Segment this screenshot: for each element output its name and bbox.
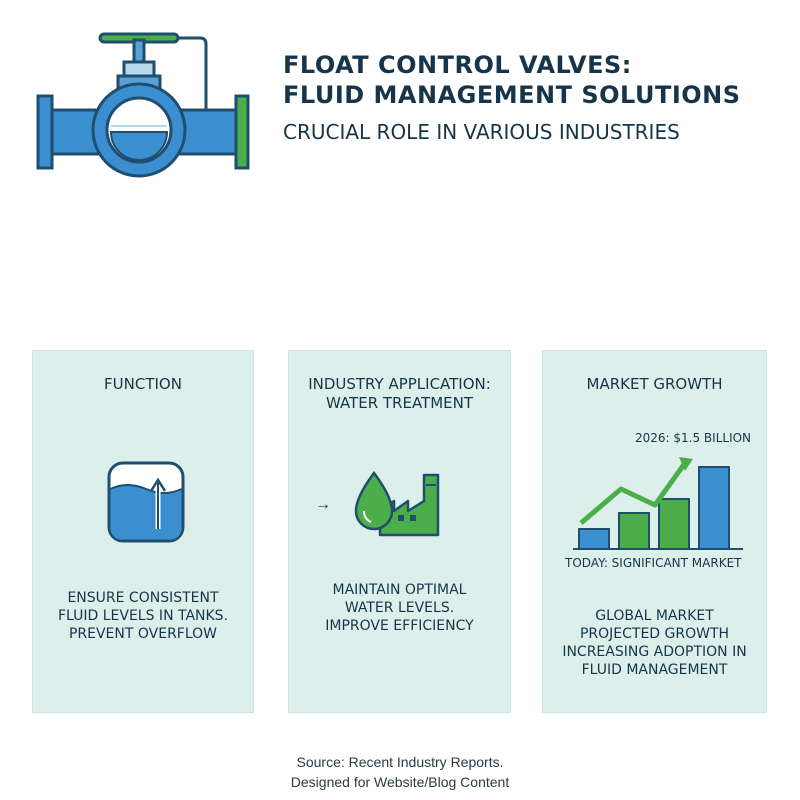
body-line: IMPROVE EFFICIENCY	[325, 618, 474, 634]
source-line: Designed for Website/Blog Content	[290, 774, 510, 790]
panel-industry-application: INDUSTRY APPLICATION: WATER TREATMENT → …	[288, 350, 511, 713]
page-title-line-1: FLOAT CONTROL VALVES:	[283, 51, 632, 79]
body-line: WATER LEVELS.	[344, 600, 455, 616]
panel-body: MAINTAIN OPTIMAL WATER LEVELS. IMPROVE E…	[289, 581, 510, 635]
bar	[618, 512, 650, 550]
trend-arrow-head	[679, 457, 693, 471]
arrow-right-icon: →	[315, 496, 331, 513]
body-line: PREVENT OVERFLOW	[68, 626, 218, 642]
panel-heading: FUNCTION	[104, 375, 182, 393]
body-line: GLOBAL MARKET	[595, 608, 714, 624]
heading-line: INDUSTRY APPLICATION:	[308, 375, 491, 393]
page-subtitle: CRUCIAL ROLE IN VARIOUS INDUSTRIES	[283, 120, 680, 144]
heading-line: WATER TREATMENT	[325, 394, 474, 412]
body-line: FLUID LEVELS IN TANKS.	[57, 608, 229, 624]
panel-body: GLOBAL MARKET PROJECTED GROWTH INCREASIN…	[543, 607, 766, 679]
page-title-line-2: FLUID MANAGEMENT SOLUTIONS	[283, 81, 741, 109]
panel-heading: INDUSTRY APPLICATION: WATER TREATMENT	[289, 375, 510, 413]
source-note: Source: Recent Industry Reports. Designe…	[0, 752, 800, 792]
panel-body: ENSURE CONSISTENT FLUID LEVELS IN TANKS.…	[33, 589, 253, 643]
bar	[658, 498, 690, 550]
body-line: PROJECTED GROWTH	[579, 626, 730, 642]
bar	[698, 466, 730, 550]
trend-line	[579, 461, 688, 525]
body-line: INCREASING ADOPTION IN	[562, 644, 747, 660]
chart-top-label: 2026: $1.5 BILLION	[635, 431, 752, 445]
body-line: ENSURE CONSISTENT	[67, 590, 219, 606]
tank-level-icon	[107, 461, 185, 543]
panel-market-growth: MARKET GROWTH 2026: $1.5 BILLION TODAY: …	[542, 350, 767, 713]
body-line: MAINTAIN OPTIMAL	[332, 582, 467, 598]
title-block: FLOAT CONTROL VALVES: FLUID MANAGEMENT S…	[283, 50, 741, 144]
chart-bottom-label: TODAY: SIGNIFICANT MARKET	[565, 556, 742, 570]
source-line: Source: Recent Industry Reports.	[296, 754, 504, 770]
growth-chart-icon	[573, 457, 743, 550]
panel-function: FUNCTION ENSURE CONSISTENT FLUID LEVELS …	[32, 350, 254, 713]
bar	[578, 528, 610, 550]
body-line: FLUID MANAGEMENT	[581, 662, 728, 678]
water-drop-factory-icon	[354, 470, 440, 537]
valve-icon	[36, 32, 250, 178]
panel-heading: MARKET GROWTH	[586, 375, 723, 393]
